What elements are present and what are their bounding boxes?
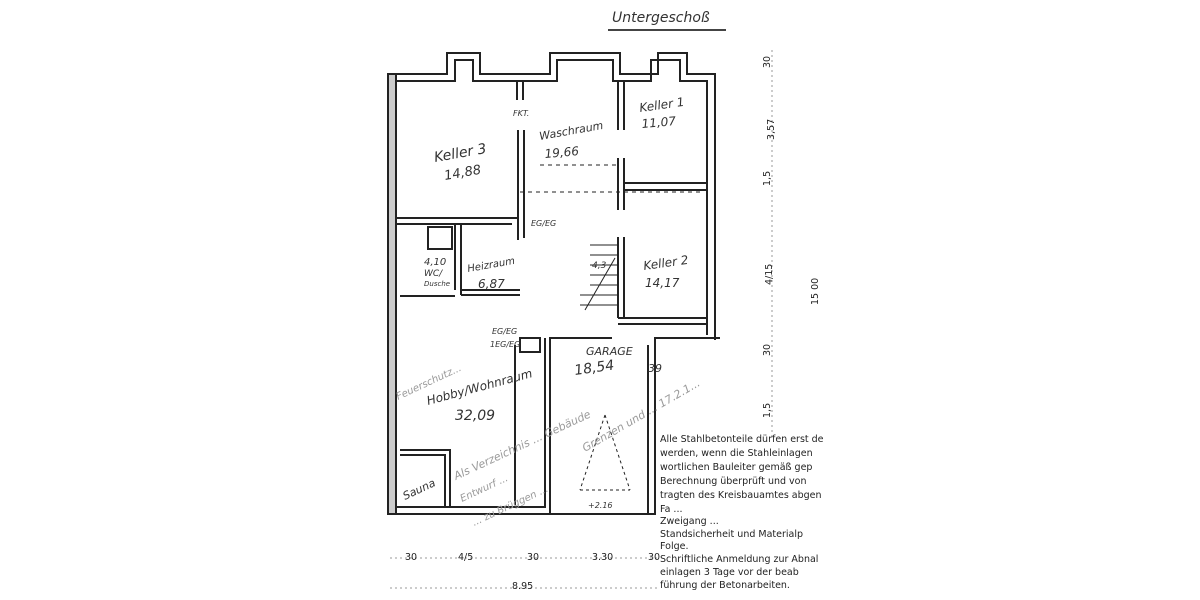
notice-line-7: Zweigang ... bbox=[660, 516, 719, 527]
eg-label-3: 1EG/EG bbox=[490, 340, 520, 349]
dim-right-1: 30 bbox=[762, 56, 773, 68]
notice-line-11: einlagen 3 Tage vor der beab bbox=[660, 567, 799, 578]
dim-total: 8.95 bbox=[512, 581, 533, 592]
eg-label: EG/EG bbox=[531, 219, 556, 228]
bottom-dimensions: 30 4/5 30 3.30 30 8.95 bbox=[390, 552, 660, 592]
garage-note: 39 bbox=[648, 362, 662, 375]
dim-right-7: 1,5 bbox=[762, 403, 773, 418]
room-wc-name: WC/ bbox=[424, 269, 443, 279]
room-keller2-name: Keller 2 bbox=[642, 253, 689, 273]
dim-bottom-3: 30 bbox=[527, 552, 539, 563]
room-sauna-name: Sauna bbox=[401, 476, 438, 502]
room-keller1-area: 11,07 bbox=[641, 114, 677, 131]
room-garage-name: GARAGE bbox=[586, 345, 633, 358]
fkt-label: FKT. bbox=[513, 109, 529, 118]
plan-title: Untergeschoß bbox=[612, 10, 710, 26]
notice-line-10: Schriftliche Anmeldung zur Abnal bbox=[660, 554, 818, 565]
room-waschraum-name: Waschraum bbox=[538, 119, 604, 143]
dim-bottom-1: 30 bbox=[405, 552, 417, 563]
dim-bottom-4: 3.30 bbox=[592, 552, 613, 563]
dim-right-6: 30 bbox=[762, 344, 773, 356]
dim-bottom-2: 4/5 bbox=[458, 552, 473, 563]
room-wc-name2: Dusche bbox=[424, 280, 450, 288]
eg-label-2: EG/EG bbox=[492, 327, 517, 336]
notice-line-8: Standsicherheit und Materialp bbox=[660, 529, 803, 540]
structural-notice: Alle Stahlbetonteile dürfen erst de werd… bbox=[660, 434, 824, 591]
room-keller2-area: 14,17 bbox=[645, 276, 680, 290]
room-keller3-area: 14,88 bbox=[443, 163, 482, 184]
room-waschraum-area: 19,66 bbox=[544, 144, 580, 161]
notice-line-1: Alle Stahlbetonteile dürfen erst de bbox=[660, 434, 824, 445]
room-keller1-name: Keller 1 bbox=[638, 95, 685, 115]
dim-right-3: 1,5 bbox=[762, 171, 773, 186]
notice-line-2: werden, wenn die Stahleinlagen bbox=[660, 448, 813, 459]
notice-line-3: wortlichen Bauleiter gemäß gep bbox=[660, 462, 812, 473]
notice-line-9: Folge. bbox=[660, 541, 688, 552]
notice-line-12: führung der Betonarbeiten. bbox=[660, 580, 790, 591]
room-heizraum-name: Heizraum bbox=[467, 256, 516, 275]
room-hobby-area: 32,09 bbox=[455, 408, 495, 424]
dim-bottom-5: 30 bbox=[648, 552, 660, 563]
garage-floor-level: +2.16 bbox=[588, 501, 613, 510]
dim-right-2: 3,57 bbox=[766, 119, 777, 140]
notice-line-6: Fa ... bbox=[660, 504, 683, 515]
room-wc-area: 4,10 bbox=[424, 257, 446, 268]
dim-right-5: 15 00 bbox=[810, 278, 821, 305]
room-heizraum-area: 6,87 bbox=[478, 277, 505, 291]
notice-line-4: Berechnung überprüft und von bbox=[660, 476, 807, 487]
stair-label: 4,3 bbox=[592, 261, 607, 271]
right-dimensions: 30 3,57 1,5 4/15 15 00 30 1,5 bbox=[762, 50, 821, 440]
dim-right-4: 4/15 bbox=[764, 264, 775, 285]
room-garage-area: 18,54 bbox=[573, 358, 615, 379]
notice-line-5: tragten des Kreisbauamtes abgen bbox=[660, 490, 822, 501]
walls bbox=[387, 52, 720, 515]
